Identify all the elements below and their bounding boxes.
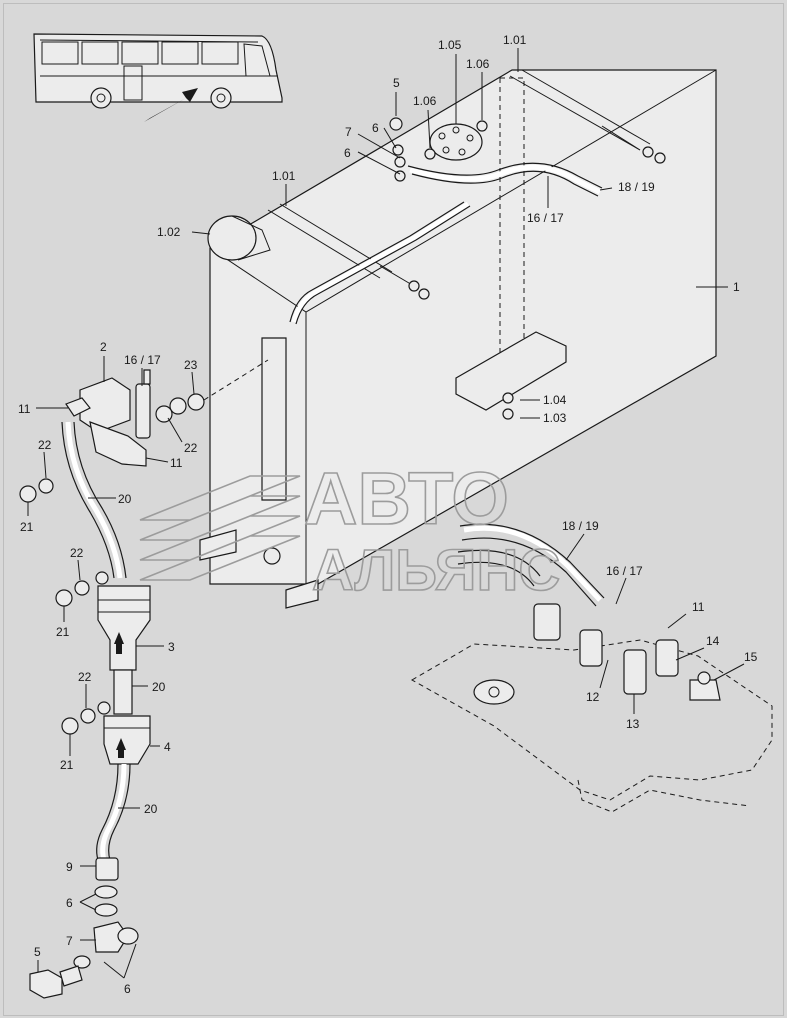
callout-1-01-right: 1.01 (503, 33, 527, 47)
callout-6-top-a: 6 (372, 121, 379, 135)
watermark-line1: АВТО (304, 457, 509, 540)
callout-11-left: 11 (18, 402, 31, 416)
callout-1-05: 1.05 (438, 38, 462, 52)
callout-12: 12 (586, 690, 600, 704)
callout-20-middle: 20 (152, 680, 166, 694)
callout-1-02: 1.02 (157, 225, 181, 239)
watermark-line2: АЛЬЯНС (312, 538, 560, 603)
callout-21-c: 21 (60, 758, 74, 772)
callout-6-bottom-a: 6 (66, 896, 73, 910)
callout-20-lower: 20 (144, 802, 158, 816)
callout-1: 1 (733, 280, 740, 294)
callout-1-04: 1.04 (543, 393, 567, 407)
callout-15: 15 (744, 650, 758, 664)
watermark: АВТО АЛЬЯНС (139, 456, 561, 604)
fuel-filter-assembly (19, 359, 269, 999)
callout-14: 14 (706, 634, 720, 648)
callout-21-a: 21 (20, 520, 34, 534)
callout-11-right: 11 (692, 600, 705, 614)
leader-lines (27, 48, 745, 979)
callout-1-06-left: 1.06 (413, 94, 437, 108)
callout-11-valve: 11 (170, 456, 183, 470)
callout-13: 13 (626, 717, 640, 731)
callout-22-a: 22 (38, 438, 52, 452)
callout-18-19-bottom: 18 / 19 (562, 519, 599, 533)
callout-labels: 1 1.01 1.01 1.02 1.03 1.04 1.05 1.06 1.0… (18, 33, 758, 996)
callout-3: 3 (168, 640, 175, 654)
callout-4: 4 (164, 740, 171, 754)
callout-16-17-left: 16 / 17 (124, 353, 161, 367)
callout-2: 2 (100, 340, 107, 354)
callout-16-17-bottom: 16 / 17 (606, 564, 643, 578)
callout-6-top-b: 6 (344, 146, 351, 160)
callout-6-bottom-b: 6 (124, 982, 131, 996)
callout-5-bottom: 5 (34, 945, 41, 959)
callout-18-19-top: 18 / 19 (618, 180, 655, 194)
callout-20-upper: 20 (118, 492, 132, 506)
callout-16-17-top: 16 / 17 (527, 211, 564, 225)
callout-5-top: 5 (393, 76, 400, 90)
callout-21-b: 21 (56, 625, 70, 639)
callout-1-01-left: 1.01 (272, 169, 296, 183)
callout-1-06-right: 1.06 (466, 57, 490, 71)
callout-22-c: 22 (70, 546, 84, 560)
callout-9: 9 (66, 860, 73, 874)
callout-7-bottom: 7 (66, 934, 73, 948)
callout-1-03: 1.03 (543, 411, 567, 425)
callout-23: 23 (184, 358, 198, 372)
callout-7-top: 7 (345, 125, 352, 139)
callout-22-d: 22 (78, 670, 92, 684)
bus-icon (33, 33, 283, 122)
engine-connections (410, 523, 773, 813)
callout-22-b: 22 (184, 441, 198, 455)
